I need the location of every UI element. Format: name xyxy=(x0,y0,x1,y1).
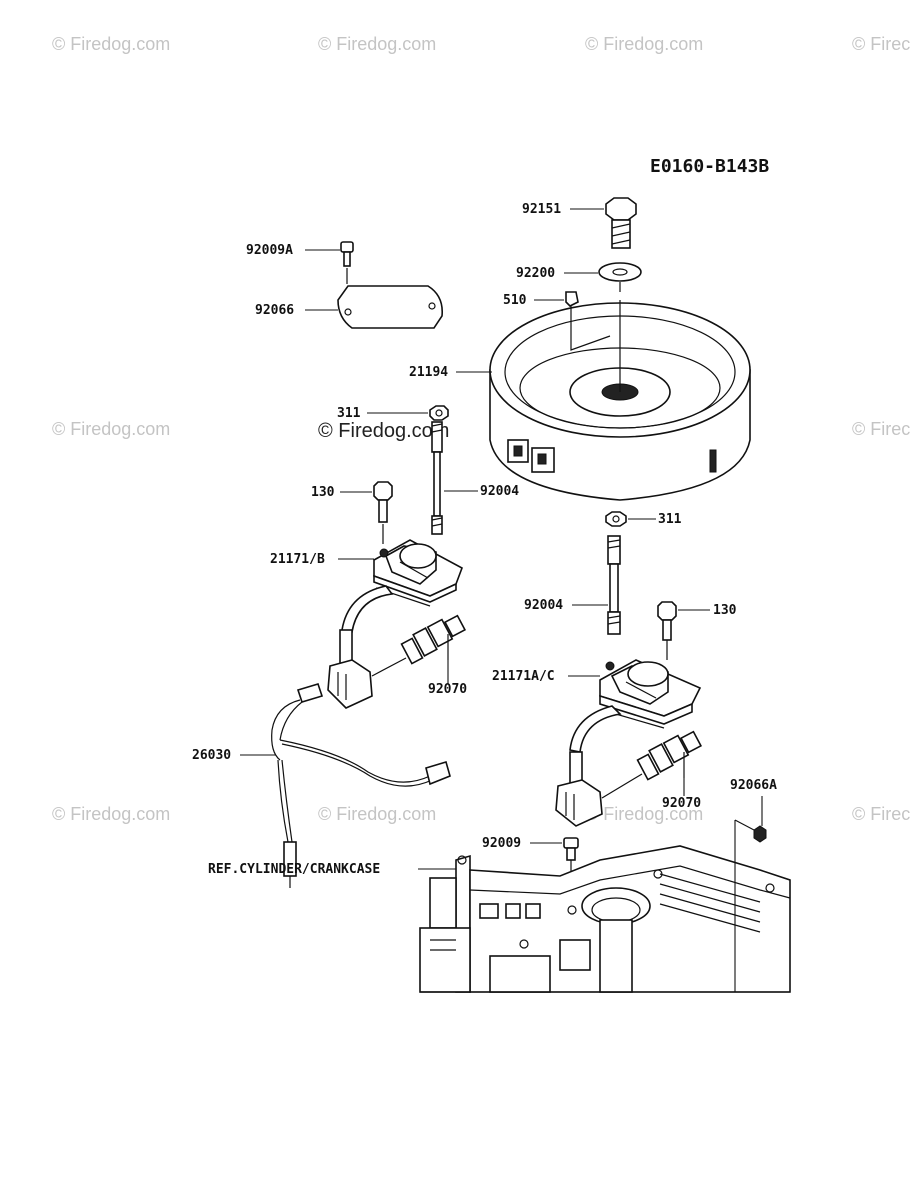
watermark: © Firedog.com xyxy=(52,804,170,824)
label-92151: 92151 xyxy=(522,202,561,217)
nut-311-left xyxy=(429,405,449,421)
grommet-92066a xyxy=(753,825,767,843)
label-ref-cylinder-crankcase: REF.CYLINDER/CRANKCASE xyxy=(208,862,380,877)
watermark: © Firedog.com xyxy=(318,34,436,54)
washer-92200 xyxy=(598,262,642,292)
crankcase-reference xyxy=(419,845,791,993)
screw-92009a xyxy=(340,241,354,284)
watermark-layer: © Firedog.com © Firedog.com © Firedog.co… xyxy=(52,34,910,824)
watermark-center: © Firedog.com xyxy=(318,420,449,442)
watermark: © Firedog.com xyxy=(52,419,170,439)
plate-92066 xyxy=(337,285,444,329)
label-92066a: 92066A xyxy=(730,778,777,793)
stud-92004-right xyxy=(607,535,621,635)
watermark: © Firedog.com xyxy=(52,34,170,54)
label-130-left: 130 xyxy=(311,485,335,500)
screw-92009 xyxy=(563,837,579,880)
watermark: © Firec xyxy=(852,804,910,824)
watermark: © Firedog.com xyxy=(585,804,703,824)
label-311-right: 311 xyxy=(658,512,682,527)
label-130-right: 130 xyxy=(713,603,737,618)
label-92009: 92009 xyxy=(482,836,521,851)
label-92070-right: 92070 xyxy=(662,796,701,811)
label-92066: 92066 xyxy=(255,303,294,318)
label-92004-right: 92004 xyxy=(524,598,563,613)
leader-lines xyxy=(240,208,763,992)
watermark: © Firec xyxy=(852,419,910,439)
label-21171ac: 21171A/C xyxy=(492,669,555,684)
spark-plug-92070-left xyxy=(371,614,467,677)
bolt-130-left xyxy=(373,481,393,544)
nut-311-right xyxy=(605,511,627,527)
stud-92004-left xyxy=(431,421,443,535)
plug-cap-right xyxy=(555,751,603,827)
plug-cap-left xyxy=(327,629,373,709)
part-labels: 92151 92009A 92200 510 92066 21194 311 1… xyxy=(192,202,777,877)
label-21194: 21194 xyxy=(409,365,448,380)
label-311-left: 311 xyxy=(337,406,361,421)
flywheel-21194 xyxy=(489,300,751,501)
wire-harness-26030 xyxy=(271,683,451,888)
watermark: © Firedog.com xyxy=(585,34,703,54)
watermark: © Firec xyxy=(852,34,910,54)
ignition-coil-21171b xyxy=(341,539,463,633)
bolt-92151 xyxy=(605,197,637,249)
spark-plug-92070-right xyxy=(601,730,703,799)
diagram-code: E0160-B143B xyxy=(650,156,769,177)
ignition-coil-21171ac xyxy=(569,659,702,753)
label-92009a: 92009A xyxy=(246,243,293,258)
label-21171b: 21171/B xyxy=(270,552,325,567)
label-510: 510 xyxy=(503,293,527,308)
key-510 xyxy=(565,291,579,307)
watermark: © Firedog.com xyxy=(318,804,436,824)
bolt-130-right xyxy=(657,601,677,660)
label-92004-left: 92004 xyxy=(480,484,519,499)
label-92200: 92200 xyxy=(516,266,555,281)
label-26030: 26030 xyxy=(192,748,231,763)
label-92070-left: 92070 xyxy=(428,682,467,697)
